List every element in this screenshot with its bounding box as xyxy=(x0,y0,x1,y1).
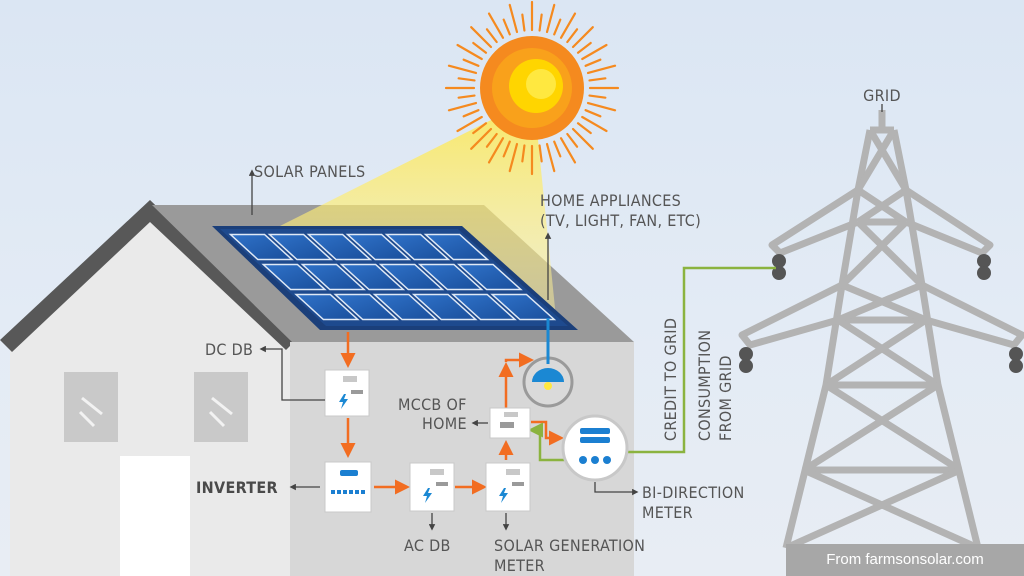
solar-cell xyxy=(411,293,478,321)
label-solar-panels: SOLAR PANELS xyxy=(254,162,365,181)
solar-cell xyxy=(372,293,439,321)
source-credit: From farmsonsolar.com xyxy=(786,544,1024,576)
sun-ray xyxy=(553,18,562,36)
sun-icon xyxy=(444,0,620,176)
sun-ray xyxy=(508,142,519,173)
sun-ray xyxy=(545,3,556,34)
label-grid: GRID xyxy=(863,86,901,105)
sun-ray xyxy=(588,77,607,82)
solar-cell xyxy=(228,233,294,261)
sun-ray xyxy=(508,3,519,34)
lamp-icon xyxy=(522,318,574,408)
sun-ray xyxy=(487,12,505,39)
sun-ray xyxy=(566,132,579,148)
label-home-appliances-1: HOME APPLIANCES xyxy=(540,191,681,210)
house-door xyxy=(120,456,190,576)
label-home-appliances-2: (TV, LIGHT, FAN, ETC) xyxy=(540,211,701,230)
sun-ray xyxy=(472,122,488,135)
sun-ray xyxy=(470,127,493,150)
sun-ray xyxy=(521,13,526,32)
solar-cell xyxy=(451,293,517,321)
solar-cell xyxy=(490,293,557,321)
solar-panel-array xyxy=(212,226,578,330)
grid-flow-lines xyxy=(528,266,776,462)
sun-ray xyxy=(586,64,617,75)
solar-cell xyxy=(423,233,490,261)
solar-cell xyxy=(333,293,399,321)
sun-ray xyxy=(521,144,526,163)
sun-ray xyxy=(538,144,543,163)
sun-ray xyxy=(462,109,480,118)
sun-ray xyxy=(457,77,476,82)
sun-ray xyxy=(447,101,478,112)
sun-ray xyxy=(485,28,498,44)
sun-ray xyxy=(586,101,617,112)
lightning-icon xyxy=(339,394,348,409)
sun-ray xyxy=(576,41,592,54)
label-solar-generation-meter-1: SOLAR GENERATION xyxy=(494,536,645,555)
solar-cell xyxy=(384,233,451,261)
sun-ray xyxy=(584,58,602,67)
solar-cell xyxy=(306,233,373,261)
label-dc-db: DC DB xyxy=(205,340,253,359)
sun-ray xyxy=(581,115,608,133)
ac-db-box xyxy=(409,462,455,512)
grid-insulators xyxy=(739,254,1023,373)
solar-cell xyxy=(300,263,366,291)
label-mccb-1: MCCB OF xyxy=(398,395,467,414)
solar-cell xyxy=(339,263,406,291)
dc-db-box xyxy=(324,369,370,417)
sun-ray xyxy=(571,26,594,49)
label-consumption-from-grid-2: FROM GRID xyxy=(716,355,735,441)
solar-cell xyxy=(267,233,333,261)
sun-ray xyxy=(472,41,488,54)
inverter-box xyxy=(324,461,372,513)
lightning-icon xyxy=(423,488,432,503)
sun-ray xyxy=(545,142,556,173)
bi-direction-meter xyxy=(561,414,629,482)
sun-ray xyxy=(456,115,483,133)
sun-ray xyxy=(553,140,562,158)
solar-cell xyxy=(456,263,523,291)
sun-ray xyxy=(485,132,498,148)
label-credit-to-grid: CREDIT TO GRID xyxy=(661,318,680,441)
solar-cell xyxy=(261,263,327,291)
sun-ray xyxy=(502,18,511,36)
label-inverter: INVERTER xyxy=(196,478,278,497)
solar-generation-meter-box xyxy=(485,462,531,512)
label-solar-generation-meter-2: METER xyxy=(494,556,545,575)
sun-ray xyxy=(581,43,608,61)
sun-ray xyxy=(457,94,476,99)
solar-cell xyxy=(417,263,484,291)
label-bi-direction-meter-1: BI-DIRECTION xyxy=(642,483,745,502)
sun-ray xyxy=(502,140,511,158)
sun-ray xyxy=(447,64,478,75)
sun-ray xyxy=(571,127,594,150)
label-consumption-from-grid-1: CONSUMPTION xyxy=(695,330,714,441)
sun-ray xyxy=(487,137,505,164)
sun-ray xyxy=(559,12,577,39)
sun-ray xyxy=(462,58,480,67)
grid-tower xyxy=(738,110,1024,552)
label-ac-db: AC DB xyxy=(404,536,451,555)
label-bi-direction-meter-2: METER xyxy=(642,503,693,522)
mccb-box xyxy=(489,407,531,439)
sun-ray xyxy=(576,122,592,135)
sun-ray xyxy=(584,109,602,118)
power-flow-lines xyxy=(340,332,564,495)
solar-cell xyxy=(345,233,412,261)
sun-ray xyxy=(588,94,607,99)
solar-cell xyxy=(378,263,445,291)
label-mccb-2: HOME xyxy=(422,414,467,433)
sun-ray xyxy=(538,13,543,32)
solar-cell xyxy=(294,293,360,321)
lightning-icon xyxy=(499,488,508,503)
label-leader-lines xyxy=(248,104,883,531)
sun-ray xyxy=(456,43,483,61)
sun-ray xyxy=(559,137,577,164)
sun-ray xyxy=(470,26,493,49)
sun-ray xyxy=(566,28,579,44)
